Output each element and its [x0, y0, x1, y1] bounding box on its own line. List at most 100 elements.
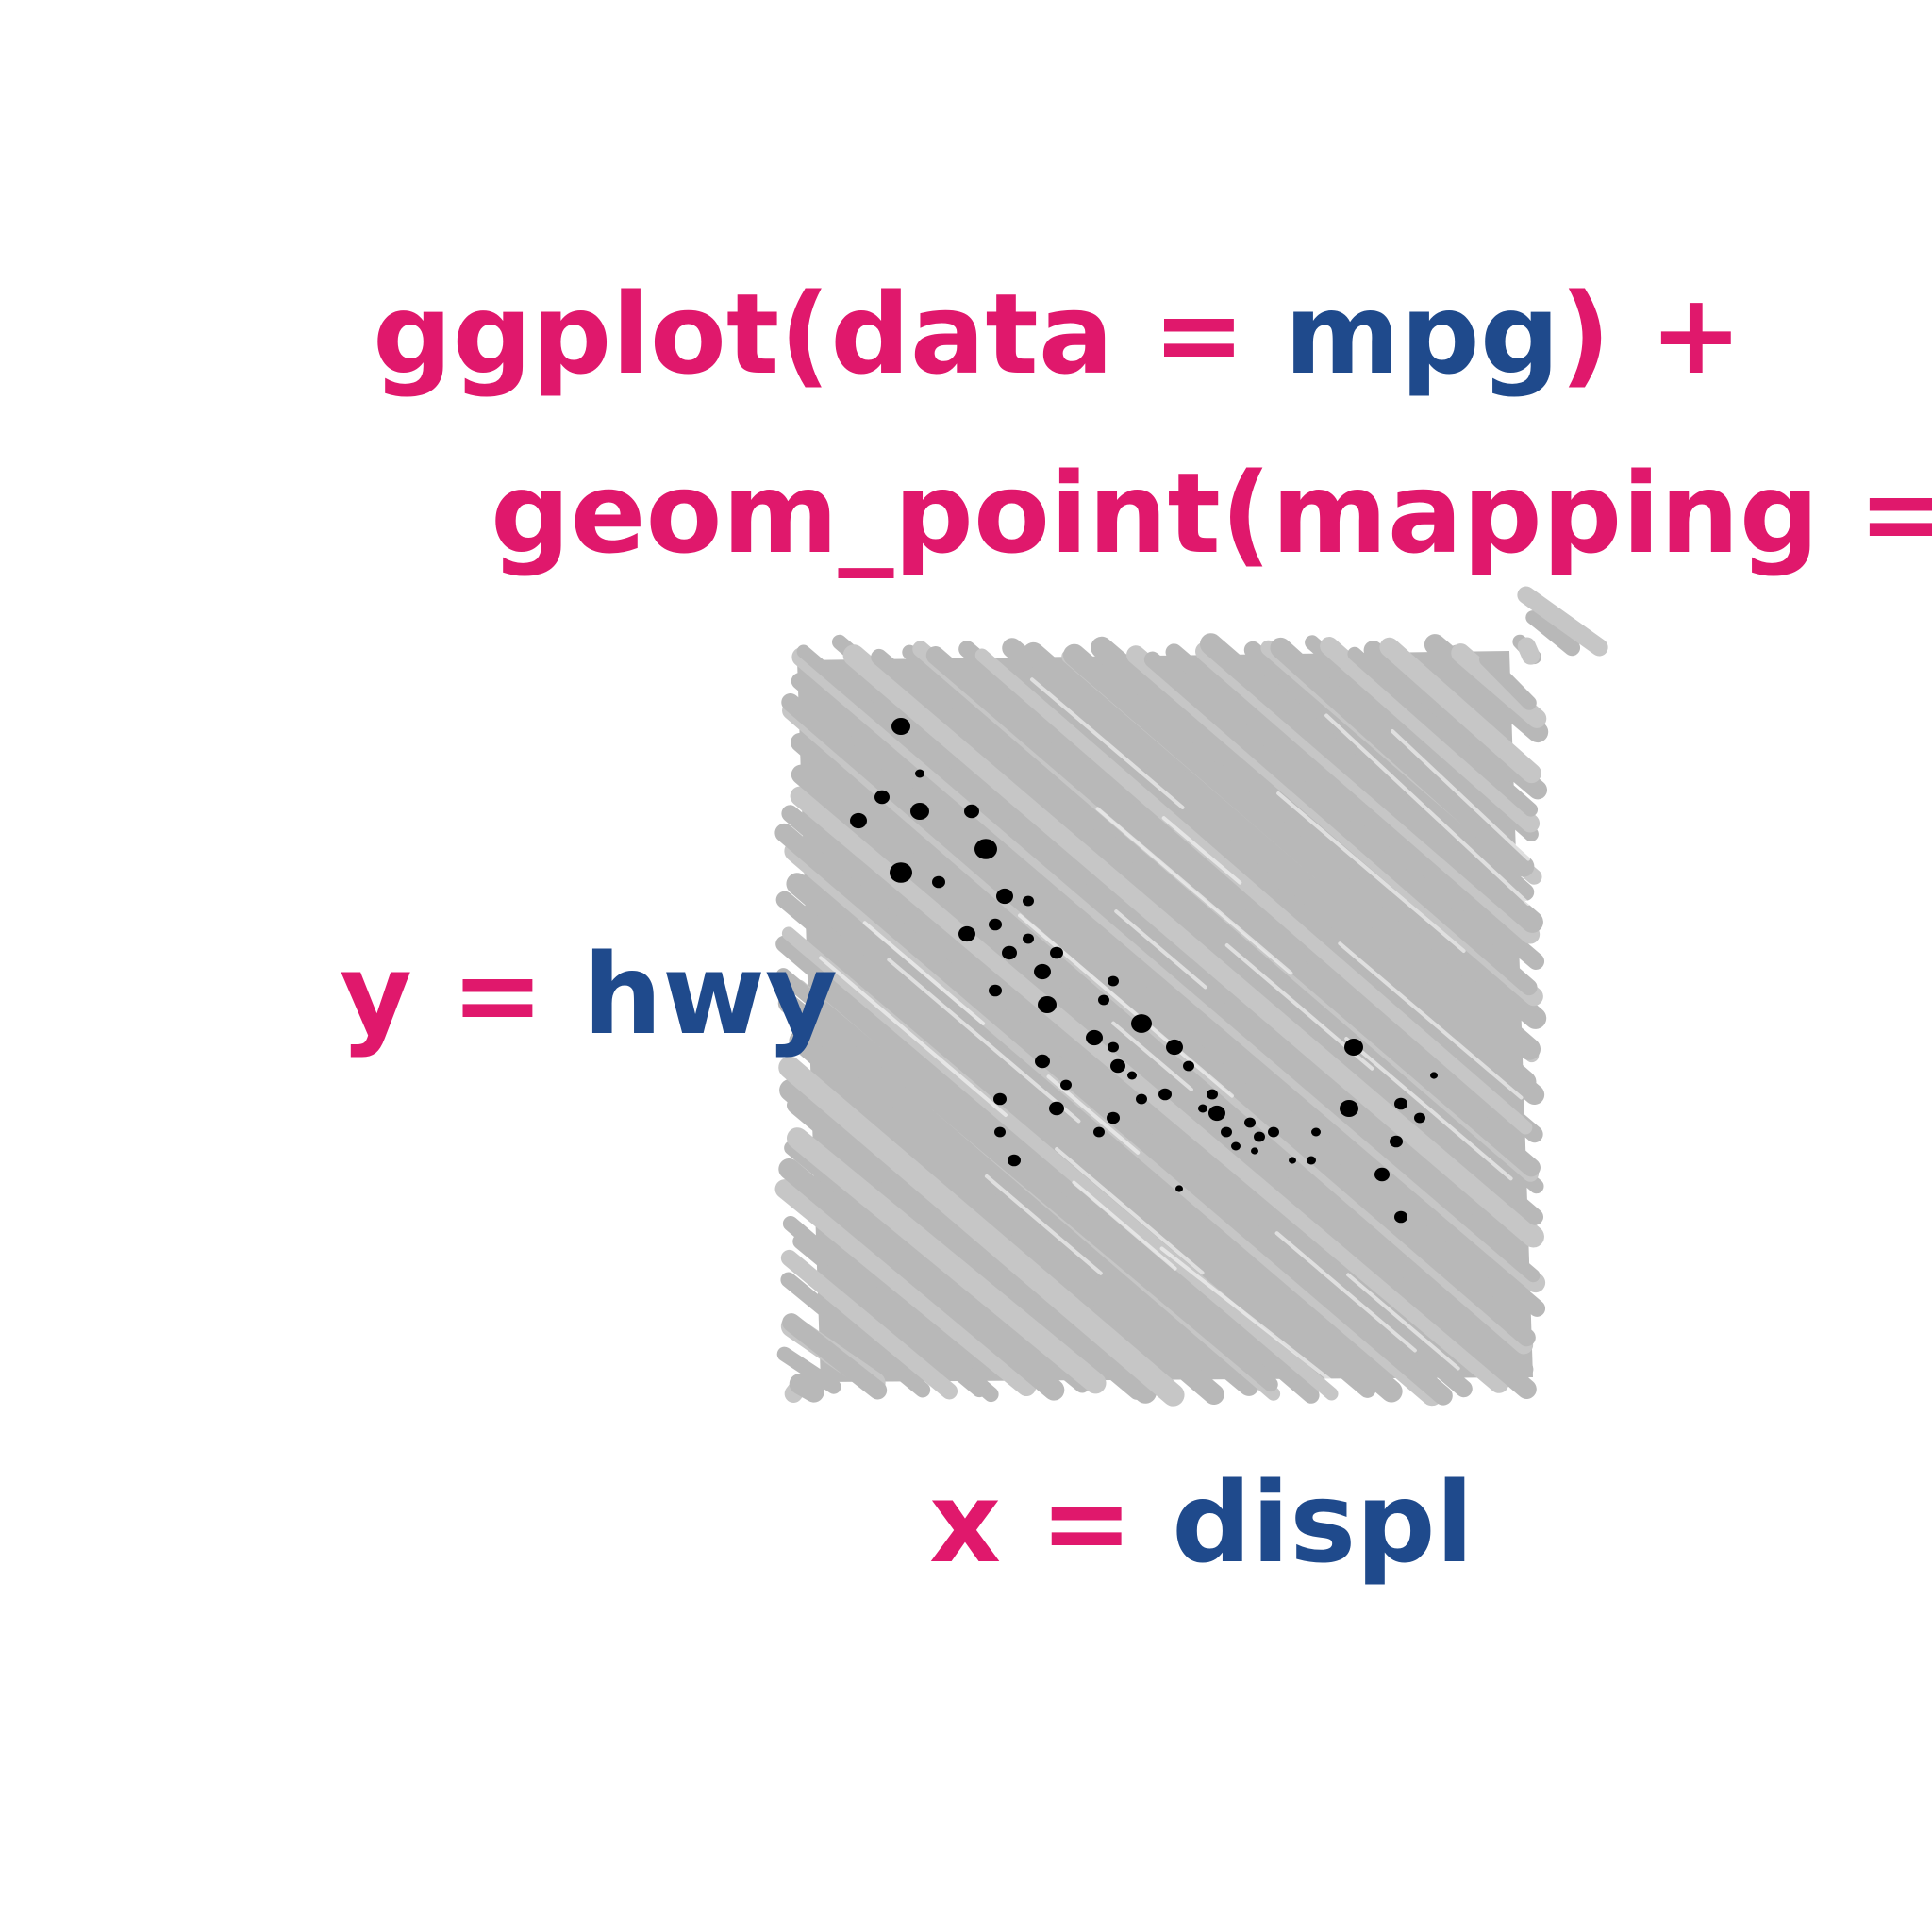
- scatter-point: [1268, 1126, 1279, 1138]
- panel-highlight-stroke: [887, 958, 1081, 1124]
- scatter-point: [1023, 895, 1034, 907]
- scatter-point: [1131, 1014, 1152, 1033]
- panel-hatch-stroke: [781, 926, 1339, 1401]
- scatter-point: [1108, 975, 1119, 987]
- scatter-point: [1394, 1097, 1407, 1110]
- scatter-point: [1198, 1104, 1208, 1113]
- scatter-point: [996, 888, 1013, 905]
- scatter-point: [1050, 946, 1063, 959]
- panel-hatch-stroke: [1320, 637, 1541, 833]
- panel-hatch-stroke: [781, 805, 1473, 1398]
- scatter-point: [1221, 1126, 1232, 1138]
- panel-hatch-stroke: [787, 1127, 1107, 1394]
- panel-hatch-stroke: [789, 1030, 1224, 1406]
- panel-hatch-stroke: [1517, 586, 1608, 657]
- scatter-point: [1023, 933, 1034, 944]
- panel-hatch-stroke: [1479, 652, 1537, 710]
- scatter-point: [1289, 1157, 1296, 1164]
- panel-highlight-stroke: [1055, 1147, 1205, 1275]
- scatter-point: [994, 1126, 1006, 1138]
- panel-highlight-stroke: [1274, 1231, 1417, 1353]
- scatter-point: [1344, 1039, 1363, 1056]
- scatter-point: [1311, 1127, 1321, 1137]
- panel-hatch-stroke: [974, 648, 1533, 1135]
- scatter-point: [1035, 1054, 1050, 1069]
- code-line-ggplot: ggplot(data = mpg) +: [373, 269, 1742, 399]
- scatter-point: [1244, 1117, 1256, 1128]
- scatter-point: [993, 1092, 1007, 1106]
- code-line-ggplot-segment-0: ggplot(data =: [373, 269, 1284, 399]
- panel-hatch-stroke: [789, 1374, 824, 1403]
- scatter-point: [1430, 1072, 1438, 1079]
- scatter-point: [915, 769, 924, 778]
- panel-hatch-stroke: [778, 1056, 1185, 1407]
- scatter-point: [1183, 1060, 1194, 1072]
- scatter-point: [1038, 996, 1057, 1013]
- panel-hatch-stroke: [1200, 633, 1543, 933]
- scatter-point: [1254, 1131, 1265, 1142]
- panel-hatch-stroke: [1517, 637, 1541, 665]
- scatter-point: [1394, 1210, 1407, 1224]
- scatter-point: [1175, 1185, 1183, 1192]
- panel-hatch-stroke: [777, 993, 1259, 1396]
- scatter-point: [1340, 1100, 1358, 1117]
- y-mapping-label: y = hwy: [340, 929, 838, 1059]
- panel-highlight-stroke: [1346, 1273, 1460, 1371]
- scatter-point: [989, 984, 1002, 997]
- scatter-point: [910, 803, 929, 820]
- scatter-point: [1166, 1039, 1183, 1056]
- code-line-ggplot-segment-1: mpg: [1284, 269, 1559, 399]
- plot-panel: [774, 586, 1608, 1407]
- y-mapping-segment-1: hwy: [583, 929, 838, 1059]
- y-mapping-segment-0: y =: [340, 929, 583, 1059]
- panel-highlight-stroke: [1114, 909, 1208, 990]
- panel-hatch-stroke: [1270, 637, 1535, 877]
- panel-hatch-stroke: [796, 644, 1541, 1283]
- panel-hatch-stroke: [1347, 646, 1539, 817]
- scatter-point: [974, 839, 997, 859]
- panel-hatch-stroke: [775, 935, 1320, 1404]
- panel-hatch-stroke: [1243, 641, 1535, 901]
- panel-hatch-stroke: [776, 1346, 841, 1394]
- x-mapping-segment-0: x =: [929, 1457, 1172, 1588]
- panel-hatch-stroke: [842, 644, 1544, 1248]
- panel-highlight-stroke: [1095, 807, 1293, 975]
- scatter-point: [874, 790, 890, 805]
- panel-highlight-stroke: [1111, 1021, 1193, 1091]
- scatter-point: [1208, 1105, 1225, 1122]
- panel-highlight-stroke: [1338, 941, 1524, 1100]
- panel-highlight-stroke: [1324, 713, 1530, 906]
- code-line-geom-point: geom_point(mapping = blah): [491, 448, 1932, 578]
- panel-hatch-stroke: [782, 1313, 888, 1400]
- scatter-point: [1158, 1088, 1172, 1101]
- panel-highlight-stroke: [1159, 1246, 1341, 1389]
- panel-hatch-stroke: [778, 1158, 1065, 1401]
- panel-highlight-stroke: [819, 956, 1008, 1117]
- panel-highlight-stroke: [1030, 677, 1185, 809]
- scatter-point: [1374, 1167, 1390, 1182]
- scatter-point: [1136, 1093, 1147, 1105]
- code-line-geom-point-segment-0: geom_point(mapping =: [491, 448, 1932, 578]
- scatter-point: [1110, 1058, 1125, 1074]
- scatter-point: [1307, 1156, 1316, 1165]
- panel-highlight-stroke: [1018, 913, 1234, 1098]
- panel-highlight-stroke: [984, 1174, 1103, 1275]
- panel-highlight-stroke: [862, 921, 986, 1025]
- panel-hatch-stroke: [925, 646, 1541, 1177]
- panel-hatch-stroke: [790, 786, 1509, 1393]
- x-mapping-segment-1: displ: [1172, 1457, 1474, 1588]
- panel-hatch-stroke: [780, 1249, 958, 1400]
- panel-hatch-stroke: [1091, 636, 1547, 1029]
- scatter-point: [989, 918, 1002, 931]
- scatter-point: [1002, 945, 1017, 960]
- panel-hatch-stroke: [775, 891, 1376, 1398]
- panel-hatch-stroke: [774, 1179, 1037, 1397]
- scatter-point: [1098, 994, 1109, 1006]
- scatter-point: [1049, 1101, 1064, 1116]
- scatter-point: [958, 925, 975, 942]
- panel-highlight-stroke: [1161, 816, 1242, 885]
- scatter-point: [1093, 1126, 1105, 1138]
- scatter-point: [1231, 1141, 1241, 1151]
- scatter-points: [850, 718, 1438, 1224]
